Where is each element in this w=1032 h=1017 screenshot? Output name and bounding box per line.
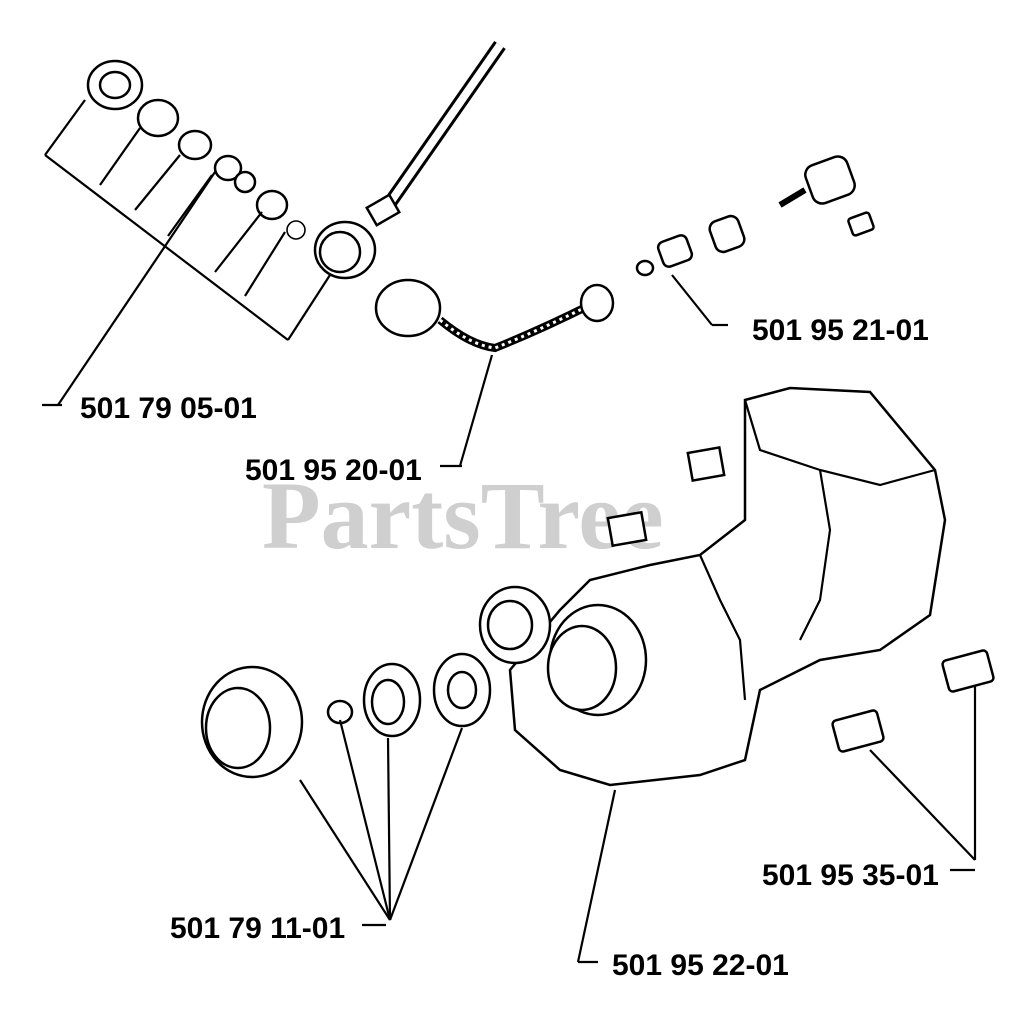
fuel-fitting-part	[635, 155, 875, 327]
fuel-cap-kit-part	[200, 652, 492, 927]
part-label-501-95-20-01: 501 95 20-01	[245, 454, 422, 487]
watermark-text: PartsTree	[262, 462, 664, 569]
part-label-501-95-21-01: 501 95 21-01	[752, 314, 929, 347]
part-label-501-79-05-01: 501 79 05-01	[80, 392, 257, 425]
part-label-501-79-11-01: 501 79 11-01	[170, 912, 345, 945]
fuel-tank-part	[478, 386, 947, 964]
part-label-501-95-22-01: 501 95 22-01	[612, 949, 789, 982]
part-label-501-95-35-01: 501 95 35-01	[762, 859, 939, 892]
fuel-pickup-assembly	[42, 40, 506, 407]
spring-plug-part	[374, 278, 615, 468]
grommet-part	[831, 649, 995, 872]
